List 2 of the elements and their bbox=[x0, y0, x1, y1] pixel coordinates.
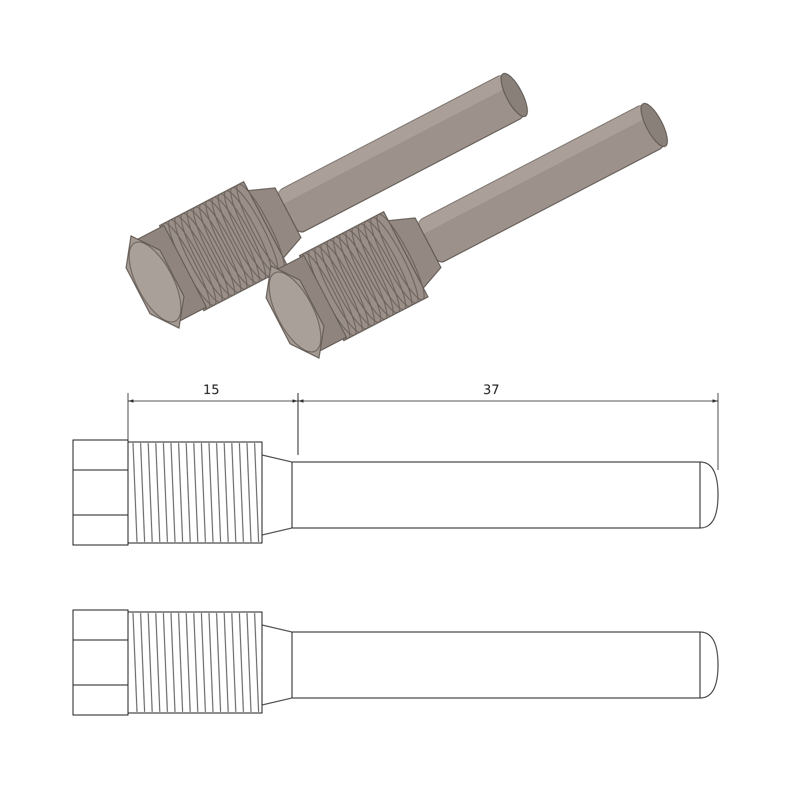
dimension-value: 37 bbox=[483, 384, 500, 398]
dimension-value: 15 bbox=[203, 384, 220, 398]
